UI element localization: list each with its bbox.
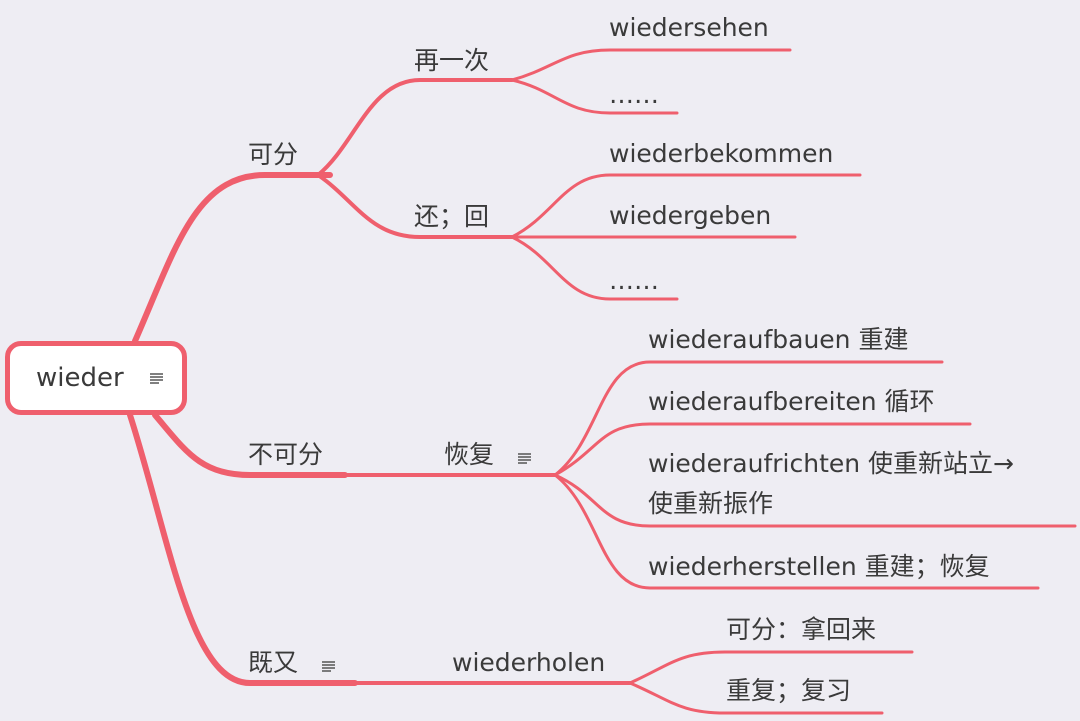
link-root-separable: [132, 172, 333, 344]
leaf-again-1[interactable]: wiedersehen: [609, 13, 769, 43]
link-again-1: [510, 48, 792, 82]
leaf-restore-4[interactable]: wiederherstellen 重建；恢复: [648, 552, 990, 582]
leaf-restore-3[interactable]: wiederaufrichten 使重新站立→ 使重新振作: [648, 449, 1014, 519]
node-both[interactable]: 既又: [248, 648, 336, 679]
root-label: wieder: [36, 363, 124, 393]
leaf-label: 重复；复习: [726, 676, 852, 705]
leaf-back-3[interactable]: ……: [609, 266, 659, 296]
leaf-back-1[interactable]: wiederbekommen: [609, 139, 833, 169]
link-restore-1: [553, 360, 944, 477]
leaf-label: wiedersehen: [609, 13, 769, 42]
link-again-2: [510, 78, 679, 115]
link-restore-4: [553, 473, 1040, 590]
link-back-1: [510, 173, 862, 239]
leaf-back-2[interactable]: wiedergeben: [609, 201, 771, 231]
node-again[interactable]: 再一次: [414, 46, 489, 76]
leaf-label: wiedergeben: [609, 201, 772, 230]
link-separable-back: [316, 173, 514, 239]
node-restore-label: 恢复: [444, 440, 495, 469]
node-both-label: 既又: [248, 648, 299, 677]
link-restore-2: [553, 422, 972, 477]
node-restore[interactable]: 恢复: [444, 440, 532, 471]
node-holen-label: wiederholen: [452, 648, 606, 677]
link-back-3: [510, 235, 679, 301]
leaf-again-2[interactable]: ……: [609, 80, 659, 110]
node-holen[interactable]: wiederholen: [452, 648, 605, 678]
leaf-label: wiederaufbauen 重建: [648, 325, 909, 354]
node-again-label: 再一次: [414, 46, 490, 75]
node-inseparable-label: 不可分: [248, 440, 324, 469]
link-holen-2: [628, 681, 884, 715]
node-back-label: 还；回: [414, 202, 490, 231]
note-lines-icon[interactable]: [321, 649, 336, 679]
leaf-holen-2[interactable]: 重复；复习: [726, 676, 851, 706]
link-root-both: [127, 412, 358, 686]
root-node[interactable]: wieder: [5, 341, 187, 415]
leaf-label: wiederaufbereiten 循环: [648, 387, 935, 416]
leaf-holen-1[interactable]: 可分：拿回来: [726, 615, 876, 645]
leaf-label-line-1: wiederaufrichten 使重新站立→: [648, 449, 1015, 478]
leaf-label: ……: [609, 266, 659, 295]
leaf-label-line-2: 使重新振作: [648, 489, 774, 518]
node-back[interactable]: 还；回: [414, 202, 489, 232]
leaf-label: 可分：拿回来: [726, 615, 877, 644]
node-separable[interactable]: 可分: [248, 140, 298, 170]
note-lines-icon[interactable]: [517, 441, 532, 471]
leaf-label: wiederbekommen: [609, 139, 834, 168]
leaf-restore-1[interactable]: wiederaufbauen 重建: [648, 325, 908, 355]
link-holen-1: [628, 650, 914, 685]
note-lines-icon[interactable]: [149, 369, 164, 388]
link-separable-again: [316, 78, 514, 177]
link-root-inseparable: [152, 412, 348, 478]
link-restore-3: [553, 473, 1077, 528]
node-separable-label: 可分: [248, 140, 299, 169]
node-inseparable[interactable]: 不可分: [248, 440, 323, 470]
leaf-restore-2[interactable]: wiederaufbereiten 循环: [648, 387, 935, 417]
leaf-label: wiederherstellen 重建；恢复: [648, 552, 990, 581]
leaf-label: ……: [609, 80, 659, 109]
